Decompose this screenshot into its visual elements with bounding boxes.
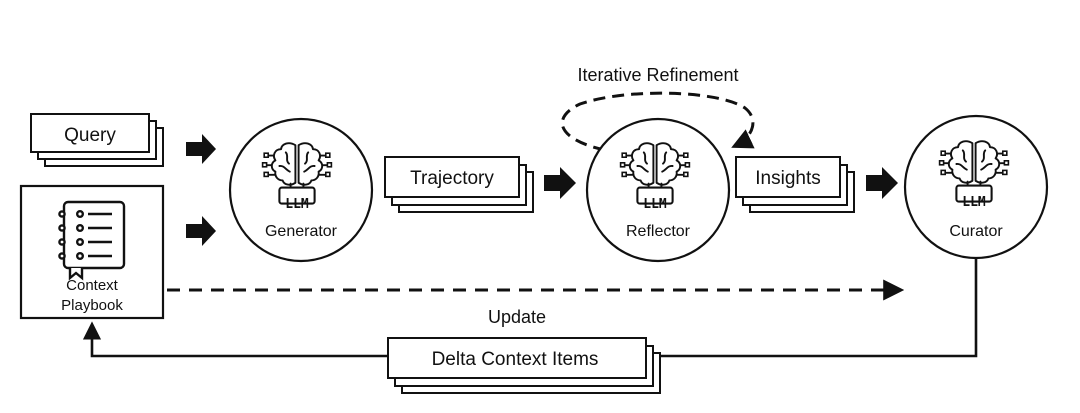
- block-arrows: [186, 134, 898, 246]
- delta-context-items-label: Delta Context Items: [432, 349, 599, 370]
- trajectory-stack: Trajectory: [384, 156, 534, 213]
- curator-badge: LLM: [962, 195, 986, 210]
- playbook-label-line1: Context: [66, 277, 119, 294]
- curator-to-delta-line: [646, 258, 978, 358]
- arrow-query-to-generator: [186, 134, 216, 164]
- delta-to-playbook-arrow: [82, 321, 388, 358]
- iterative-refinement-loop: [560, 91, 755, 152]
- curator-node: LLM Curator: [903, 114, 1049, 260]
- arrow-playbook-to-generator: [186, 216, 216, 246]
- generator-badge: LLM: [285, 197, 309, 212]
- playbook-label-line2: Playbook: [61, 297, 123, 314]
- trajectory-label: Trajectory: [410, 168, 494, 189]
- delta-context-items-stack: Delta Context Items: [387, 337, 661, 394]
- query-label: Query: [64, 125, 116, 146]
- reflector-badge: LLM: [643, 197, 667, 212]
- reflector-node: LLM Reflector: [585, 117, 731, 263]
- notebook-icon: [58, 200, 126, 281]
- curator-label: Curator: [949, 223, 1003, 240]
- arrow-trajectory-to-reflector: [544, 167, 576, 199]
- query-stack: Query: [30, 113, 164, 167]
- generator-node: LLM Generator: [228, 117, 374, 263]
- iterative-refinement-label: Iterative Refinement: [577, 65, 738, 85]
- arrow-insights-to-curator: [866, 167, 898, 199]
- context-playbook: Context Playbook: [19, 184, 165, 320]
- update-label: Update: [488, 307, 546, 327]
- insights-stack: Insights: [735, 156, 855, 213]
- generator-label: Generator: [265, 223, 338, 240]
- insights-label: Insights: [755, 168, 820, 189]
- reflector-label: Reflector: [626, 223, 691, 240]
